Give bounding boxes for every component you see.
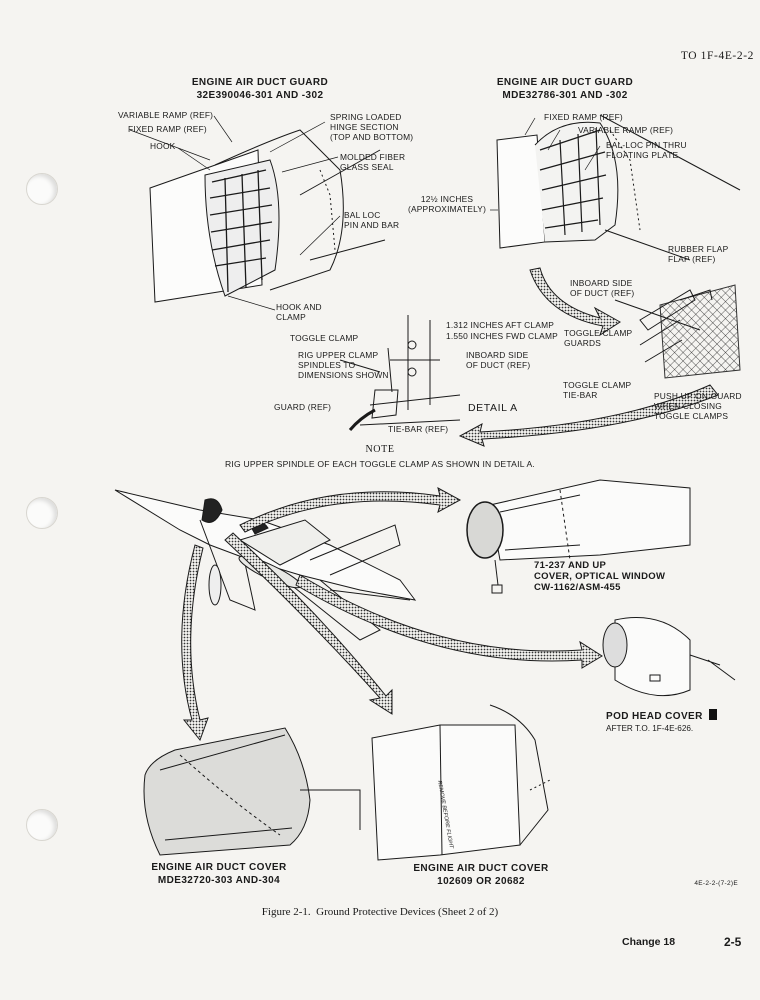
engine-duct-cover-1-drawing — [143, 727, 361, 856]
guard-1-drawing — [149, 129, 386, 303]
inboard-side-label: INBOARD SIDE OF DUCT (REF) — [466, 350, 530, 370]
aircraft-drawing — [114, 489, 417, 641]
guard-1-seal-line-2: GLASS SEAL — [340, 162, 394, 172]
rubber-flap-label: RUBBER FLAP FLAP (REF) — [668, 244, 728, 264]
pod-cover-drawing — [602, 617, 736, 697]
optical-cover-line-2: COVER, OPTICAL WINDOW — [534, 571, 666, 582]
optical-cover-label: 71-237 AND UP COVER, OPTICAL WINDOW CW-1… — [534, 560, 665, 593]
engine-duct-cover-1-part-number: MDE32720-303 AND-304 — [157, 875, 281, 886]
document-number: TO 1F-4E-2-2 — [680, 50, 754, 62]
guard-1-seal-line-1: MOLDED FIBER — [340, 152, 406, 162]
detail-a-drawing — [339, 315, 461, 431]
guard-1-spring-hinge-line-2: HINGE SECTION — [330, 122, 399, 132]
guard-2-balloc-line-2: FLOATING PLATE — [606, 150, 679, 160]
push-up-line-1: PUSH UP ON GUARD — [654, 391, 742, 401]
arrow-to-cover-1 — [181, 544, 209, 742]
guard-ref-label: GUARD (REF) — [274, 402, 332, 412]
arrow-detail-to-detail-a — [458, 384, 719, 447]
guard-2-balloc-label: BAL-LOC PIN THRU FLOATING PLATE — [606, 140, 687, 160]
change-number: Change 18 — [622, 936, 676, 948]
inboard-duct-label: INBOARD SIDE OF DUCT (REF) — [570, 278, 634, 298]
guard-2-inches-line-1: 12½ INCHES — [420, 194, 474, 204]
guard-1-spring-hinge-label: SPRING LOADED HINGE SECTION (TOP AND BOT… — [330, 112, 413, 142]
figure-caption: Figure 2-1. Ground Protective Devices (S… — [261, 906, 499, 918]
engine-duct-cover-2-part-number: 102609 OR 20682 — [437, 876, 525, 887]
pod-cover-marker — [708, 709, 717, 720]
toggle-clamp-guards-line-2: GUARDS — [564, 338, 602, 348]
binder-hole-bottom — [26, 809, 58, 841]
pod-cover-title-text: POD HEAD COVER — [606, 711, 703, 722]
rig-upper-clamp-line-3: DIMENSIONS SHOWN — [298, 370, 389, 380]
guard-1-seal-label: MOLDED FIBER GLASS SEAL — [340, 152, 405, 172]
inboard-duct-line-1: INBOARD SIDE — [570, 278, 633, 288]
pod-cover-title: POD HEAD COVER — [606, 709, 717, 722]
guard-1-part-number: 32E390046-301 AND -302 — [196, 90, 324, 101]
rig-upper-clamp-line-2: SPINDLES TO — [298, 360, 356, 370]
guard-1-hook-clamp-label: HOOK AND CLAMP — [276, 302, 322, 322]
guard-1-balloc-label: BAL LOC PIN AND BAR — [344, 210, 399, 230]
engine-duct-cover-2-title-line: ENGINE AIR DUCT COVER — [413, 863, 549, 874]
binder-hole-top — [26, 173, 58, 205]
binder-hole-middle — [26, 497, 58, 529]
optical-cover-line-1: 71-237 AND UP — [534, 560, 607, 571]
pod-cover-note: AFTER T.O. 1F-4E-626. — [606, 724, 694, 733]
inboard-duct-line-2: OF DUCT (REF) — [570, 288, 635, 298]
optical-cover-line-3: CW-1162/ASM-455 — [534, 582, 621, 593]
engine-duct-cover-2-drawing — [371, 704, 551, 861]
guard-1-hook-clamp-line-2: CLAMP — [276, 312, 306, 322]
guard-2-title: ENGINE AIR DUCT GUARD MDE32786-301 AND -… — [455, 76, 675, 102]
arrow-to-pod-cover — [295, 574, 603, 669]
engine-duct-cover-1-title: ENGINE AIR DUCT COVER MDE32720-303 AND-3… — [124, 861, 314, 887]
note-text: RIG UPPER SPINDLE OF EACH TOGGLE CLAMP A… — [225, 459, 535, 469]
guard-2-inches-label: 12½ INCHES (APPROXIMATELY) — [408, 194, 486, 214]
guard-2-inches-line-2: (APPROXIMATELY) — [408, 204, 487, 214]
detail-rubber-flap-drawing — [614, 284, 741, 379]
guard-2-part-number: MDE32786-301 AND -302 — [502, 90, 628, 101]
guard-1-balloc-line-2: PIN AND BAR — [344, 220, 400, 230]
guard-1-title-line: ENGINE AIR DUCT GUARD — [191, 77, 329, 88]
optical-cover-drawing — [466, 479, 691, 594]
arrow-guard2-to-detail — [529, 267, 621, 337]
arrow-to-optical-cover — [239, 487, 462, 533]
fwd-clamp-label: 1.550 INCHES FWD CLAMP — [446, 331, 558, 341]
guard-2-balloc-line-1: BAL-LOC PIN THRU — [606, 140, 687, 150]
art-code: 4E-2-2-(7-2)E — [694, 880, 738, 887]
guard-1-fixed-ramp-label: FIXED RAMP (REF) — [128, 124, 207, 134]
rig-upper-clamp-line-1: RIG UPPER CLAMP — [298, 350, 379, 360]
toggle-clamp-tiebar-label: TOGGLE CLAMP TIE-BAR — [563, 380, 631, 400]
note-heading: NOTE — [365, 444, 395, 455]
push-up-line-2: WHEN CLOSING — [654, 401, 723, 411]
tie-bar-ref-label: TIE-BAR (REF) — [388, 424, 449, 434]
guard-1-balloc-line-1: BAL LOC — [344, 210, 381, 220]
guard-1-spring-hinge-line-1: SPRING LOADED — [330, 112, 402, 122]
toggle-clamp-guards-label: TOGGLE CLAMP GUARDS — [564, 328, 632, 348]
rubber-flap-line-1: RUBBER FLAP — [668, 244, 729, 254]
guard-1-hook-clamp-line-1: HOOK AND — [276, 302, 322, 312]
engine-duct-cover-2-title: ENGINE AIR DUCT COVER 102609 OR 20682 — [386, 862, 576, 888]
toggle-clamp-guards-line-1: TOGGLE CLAMP — [564, 328, 633, 338]
guard-2-variable-ramp-label: VARIABLE RAMP (REF) — [578, 125, 674, 135]
guard-2-title-line: ENGINE AIR DUCT GUARD — [496, 77, 634, 88]
guard-1-variable-ramp-label: VARIABLE RAMP (REF) — [118, 110, 214, 120]
aft-clamp-label: 1.312 INCHES AFT CLAMP — [446, 320, 555, 330]
guard-1-title: ENGINE AIR DUCT GUARD 32E390046-301 AND … — [150, 76, 370, 102]
toggle-clamp-tiebar-line-1: TOGGLE CLAMP — [563, 380, 632, 390]
rubber-flap-line-2: FLAP (REF) — [668, 254, 716, 264]
toggle-clamp-label: TOGGLE CLAMP — [290, 333, 359, 343]
guard-1-hook-label: HOOK — [150, 141, 176, 151]
toggle-clamp-tiebar-line-2: TIE-BAR — [563, 390, 598, 400]
page-number: 2-5 — [724, 935, 742, 949]
push-up-note: PUSH UP ON GUARD WHEN CLOSING TOGGLE CLA… — [654, 391, 742, 421]
guard-2-fixed-ramp-label: FIXED RAMP (REF) — [544, 112, 623, 122]
engine-duct-cover-1-title-line: ENGINE AIR DUCT COVER — [151, 862, 287, 873]
guard-2-drawing — [496, 114, 741, 261]
arrow-to-cover-2 — [224, 532, 393, 715]
push-up-line-3: TOGGLE CLAMPS — [654, 411, 729, 421]
detail-a-label: DETAIL A — [468, 402, 518, 414]
guard-1-spring-hinge-line-3: (TOP AND BOTTOM) — [330, 132, 414, 142]
inboard-side-line-2: OF DUCT (REF) — [466, 360, 531, 370]
inboard-side-line-1: INBOARD SIDE — [466, 350, 529, 360]
rig-upper-clamp-label: RIG UPPER CLAMP SPINDLES TO DIMENSIONS S… — [298, 350, 389, 380]
